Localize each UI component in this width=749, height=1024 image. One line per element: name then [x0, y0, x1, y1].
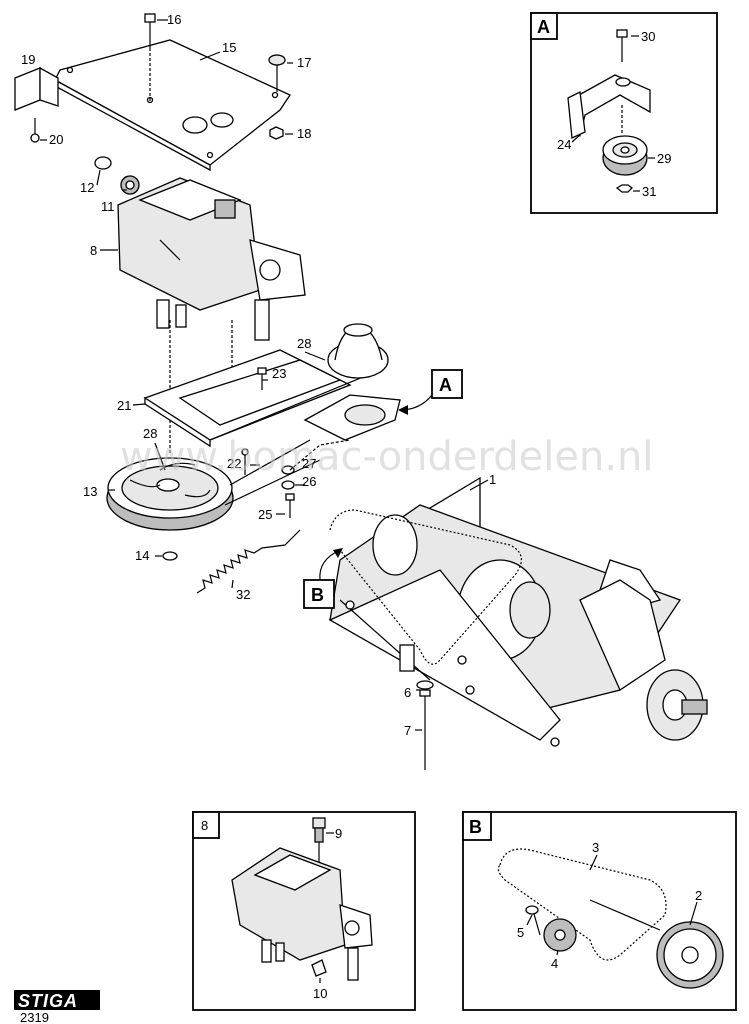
gearbox-unit [117, 177, 306, 455]
callout-19: 19 [21, 52, 35, 67]
callout-26: 26 [302, 474, 316, 489]
callout-22: 22 [227, 456, 241, 471]
callout-11: 11 [101, 199, 115, 214]
detail-b-box: B 3 2 5 4 [462, 811, 737, 1011]
callout-18: 18 [297, 126, 311, 141]
detail-8-title: 8 [201, 818, 208, 833]
stiga-logo: STIGA 2319 [14, 990, 100, 1024]
svg-text:A: A [439, 375, 452, 395]
mounting-plate-assembly [14, 13, 291, 195]
callout-3: 3 [592, 840, 599, 855]
brand-logo-text: STIGA [18, 991, 78, 1011]
detail-a-box: A 30 24 29 31 [530, 12, 718, 214]
callout-10: 10 [313, 986, 327, 1001]
callout-8: 8 [90, 243, 97, 258]
callout-12: 12 [80, 180, 94, 195]
detail-a-reference: A [398, 369, 463, 415]
callout-2: 2 [695, 888, 702, 903]
detail-a-title: A [537, 17, 550, 37]
callout-32: 32 [236, 587, 250, 602]
watermark: www.bomac-onderdelen.nl [120, 434, 654, 480]
washer-14 [162, 551, 178, 561]
callout-31: 31 [642, 184, 656, 199]
callout-24: 24 [557, 137, 571, 152]
callout-14: 14 [135, 548, 149, 563]
detail-b-title: B [469, 817, 482, 837]
transaxle-assembly [328, 476, 708, 770]
tension-spring [196, 529, 301, 594]
callout-21: 21 [117, 398, 131, 413]
callout-5: 5 [517, 925, 524, 940]
small-fasteners [241, 439, 351, 518]
drawing-code: 2319 [20, 1010, 49, 1024]
belt-pulley [106, 439, 321, 531]
callout-29: 29 [657, 151, 671, 166]
callout-4: 4 [551, 956, 558, 971]
callout-25: 25 [258, 507, 272, 522]
callout-9: 9 [335, 826, 342, 841]
svg-text:B: B [311, 585, 324, 605]
callout-27: 27 [302, 456, 316, 471]
callout-15: 15 [222, 40, 236, 55]
callout-13: 13 [83, 484, 97, 499]
idler-pulley-group [303, 323, 401, 441]
callout-30: 30 [641, 29, 655, 44]
detail-8-box: 8 9 10 [192, 811, 416, 1011]
callout-1: 1 [489, 472, 496, 487]
detail-b-reference: B [303, 548, 343, 609]
callout-labels: 16 15 17 18 19 20 12 11 8 28 23 21 28 22… [21, 12, 496, 738]
callout-20: 20 [49, 132, 63, 147]
callout-28-top: 28 [297, 336, 311, 351]
callout-17: 17 [297, 55, 311, 70]
callout-28-bottom: 28 [143, 426, 157, 441]
callout-7: 7 [404, 723, 411, 738]
support-bracket [143, 349, 381, 448]
callout-16: 16 [167, 12, 181, 27]
leader-lines [40, 19, 489, 731]
callout-23: 23 [272, 366, 286, 381]
callout-6: 6 [404, 685, 411, 700]
